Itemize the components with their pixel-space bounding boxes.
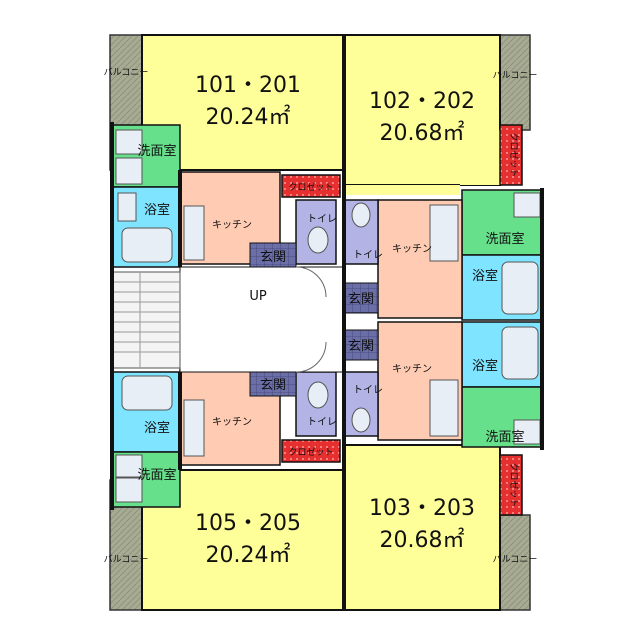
sink-102 xyxy=(513,192,541,218)
closet-103 xyxy=(499,454,523,516)
bathtub-105 xyxy=(121,375,173,411)
bathtub-101 xyxy=(121,227,173,263)
washer-101 xyxy=(115,157,143,185)
walls xyxy=(110,35,544,610)
label-bath-105: 浴室 xyxy=(144,420,170,436)
unit-name-101-201: 101・201 xyxy=(195,73,301,98)
label-balcony-left-bottom: バルコニー xyxy=(104,554,149,565)
label-bath-102: 浴室 xyxy=(472,268,498,284)
unit-name-105-205: 105・205 xyxy=(195,511,301,536)
label-balcony-right-top: バルコニー xyxy=(493,70,538,81)
sink-105 xyxy=(115,477,143,503)
closet-102 xyxy=(499,124,523,186)
entrance-102 xyxy=(343,282,379,314)
stair-steps xyxy=(112,272,180,368)
label-entrance-101: 玄関 xyxy=(260,250,286,265)
bathtub-102 xyxy=(501,261,539,315)
entrance-105 xyxy=(249,371,297,397)
unit-area-105-205: 20.24㎡ xyxy=(206,542,291,568)
label-kitchen-105: キッチン xyxy=(212,416,252,428)
counter-105 xyxy=(183,399,205,457)
label-entrance-103: 玄関 xyxy=(348,339,374,354)
label-toilet-102: トイレ xyxy=(353,250,383,261)
label-toilet-105: トイレ xyxy=(307,417,337,428)
toilet-bowl-101 xyxy=(307,226,329,254)
label-toilet-101: トイレ xyxy=(307,214,337,225)
label-washroom-101: 洗面室 xyxy=(137,143,176,159)
counter-103 xyxy=(429,379,459,437)
label-kitchen-101: キッチン xyxy=(212,219,252,231)
unit-area-102-202: 20.68㎡ xyxy=(380,120,465,146)
label-closet-102: クロゼット xyxy=(508,132,520,177)
label-closet-103: クロゼット xyxy=(508,462,520,507)
label-closet-101: クロゼット xyxy=(288,181,333,193)
bathtub-103 xyxy=(501,326,539,380)
door-swing-101 xyxy=(295,266,327,298)
washer-105 xyxy=(115,454,143,478)
living-105-205 xyxy=(141,469,345,611)
label-bath-103: 浴室 xyxy=(472,358,498,374)
shower-101 xyxy=(117,192,137,222)
label-toilet-103: トイレ xyxy=(353,385,383,396)
label-balcony-right-bottom: バルコニー xyxy=(493,554,538,565)
balcony-right-top xyxy=(499,34,531,131)
living-103-203 xyxy=(343,444,501,611)
label-washroom-103: 洗面室 xyxy=(485,429,524,445)
closet-101 xyxy=(281,174,341,198)
unit-area-103-203: 20.68㎡ xyxy=(380,527,465,553)
label-washroom-102: 洗面室 xyxy=(485,231,524,247)
sink-103 xyxy=(513,419,541,445)
washroom-103 xyxy=(461,386,543,448)
toilet-bowl-102 xyxy=(351,202,371,228)
label-closet-105: クロゼット xyxy=(288,446,333,458)
toilet-bowl-103 xyxy=(351,407,371,433)
door-swing-105 xyxy=(295,341,327,373)
living-102-202-notch xyxy=(344,130,500,195)
sink-101 xyxy=(115,129,143,155)
closet-105 xyxy=(281,439,341,463)
label-entrance-102: 玄関 xyxy=(348,292,374,307)
label-stairs-up: UP xyxy=(249,289,267,304)
toilet-bowl-105 xyxy=(307,381,329,409)
unit-area-101-201: 20.24㎡ xyxy=(206,104,291,130)
stairs xyxy=(111,271,181,369)
corridor xyxy=(179,266,345,373)
label-balcony-left-top: バルコニー xyxy=(104,67,149,78)
label-kitchen-103: キッチン xyxy=(392,363,432,375)
counter-101 xyxy=(183,205,205,261)
entrance-103 xyxy=(343,329,379,361)
unit-name-103-203: 103・203 xyxy=(369,496,475,521)
unit-name-102-202: 102・202 xyxy=(369,89,475,114)
counter-102 xyxy=(429,204,459,262)
label-bath-101: 浴室 xyxy=(144,202,170,218)
label-washroom-105: 洗面室 xyxy=(137,467,176,483)
label-entrance-105: 玄関 xyxy=(260,378,286,393)
label-kitchen-102: キッチン xyxy=(392,243,432,255)
